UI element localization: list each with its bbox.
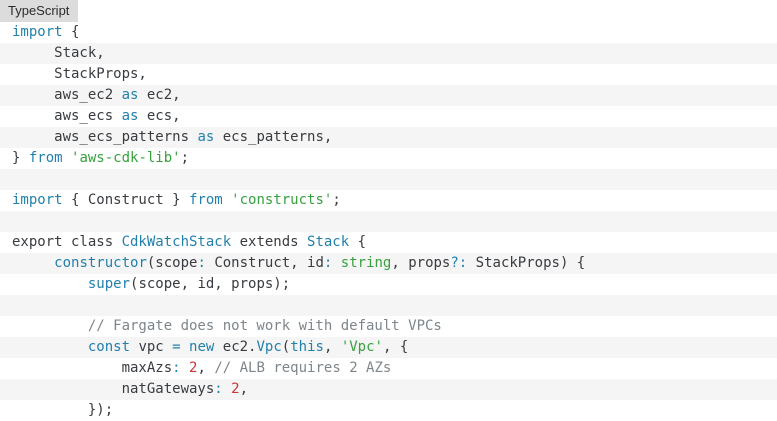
code-line: aws_ecs_patterns as ecs_patterns, (0, 127, 777, 148)
code-line: Stack, (0, 43, 777, 64)
code-line: }); (12, 402, 114, 418)
code-line: StackProps, (12, 66, 147, 82)
code-line: aws_ecs as ecs, (12, 108, 181, 124)
code-line: export class CdkWatchStack extends Stack… (12, 234, 367, 250)
code-line (0, 169, 777, 190)
code-line: natGateways: 2, (0, 379, 777, 400)
code-line (0, 211, 777, 232)
code-line: constructor(scope: Construct, id: string… (0, 253, 777, 274)
code-line: maxAzs: 2, // ALB requires 2 AZs (12, 360, 392, 376)
code-line: // Fargate does not work with default VP… (87, 318, 442, 334)
code-line: super(scope, id, props); (87, 276, 291, 292)
code-lines: import { Stack, StackProps, aws_ec2 as e… (0, 22, 777, 421)
code-line: import { (12, 24, 80, 40)
language-label: TypeScript (0, 0, 79, 22)
code-line (0, 295, 777, 316)
code-line: const vpc = new ec2.Vpc(this, 'Vpc', { (0, 337, 777, 358)
code-line: aws_ec2 as ec2, (0, 85, 777, 106)
code-line: } from 'aws-cdk-lib'; (12, 150, 190, 166)
code-line: import { Construct } from 'constructs'; (12, 192, 341, 208)
